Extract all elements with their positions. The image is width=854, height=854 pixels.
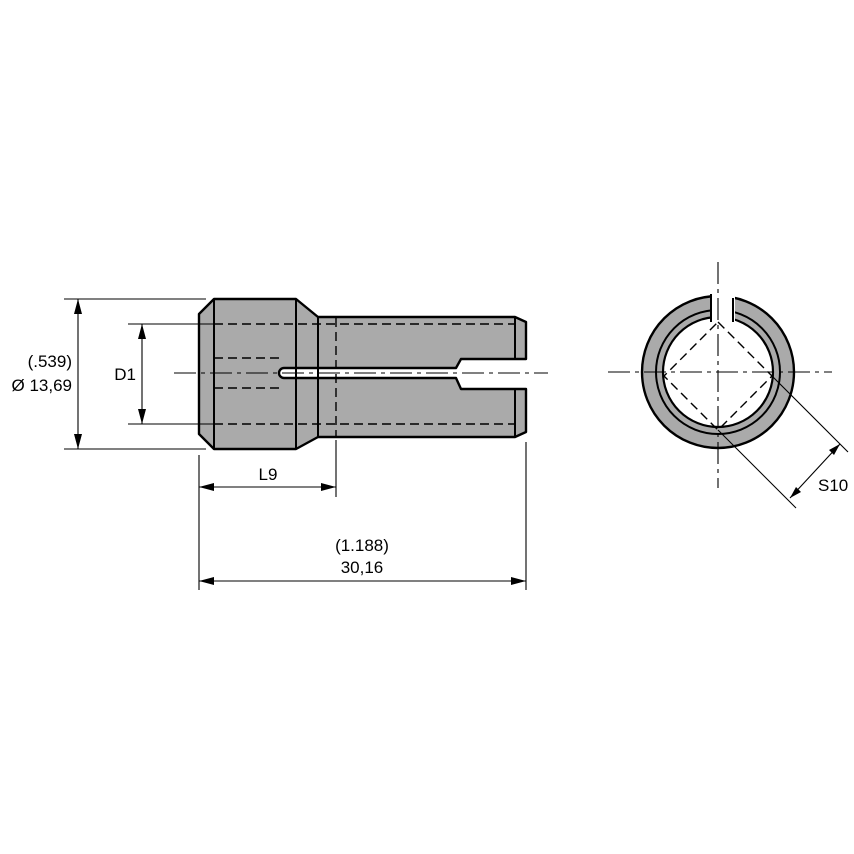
total-length-mm-label: 30,16 [341,558,384,577]
square-drive-hidden [663,321,773,431]
total-length-dimension: (1.188) 30,16 [198,442,527,590]
l9-label: L9 [259,465,278,484]
s10-dimension: S10 [717,375,849,509]
diameter-dimension: (.539) Ø 13,69 [12,298,206,450]
collet-body [197,297,528,451]
d1-dimension: D1 [114,323,214,425]
collet-end-view [608,262,832,488]
diameter-mm-label: Ø 13,69 [12,376,73,395]
l9-dimension: L9 [198,440,337,497]
diameter-inch-label: (.539) [28,352,72,371]
collet-slot [711,292,735,332]
total-length-inch-label: (1.188) [335,536,389,555]
s10-label: S10 [818,476,848,495]
d1-label: D1 [114,365,136,384]
collet-side-view [174,297,548,451]
